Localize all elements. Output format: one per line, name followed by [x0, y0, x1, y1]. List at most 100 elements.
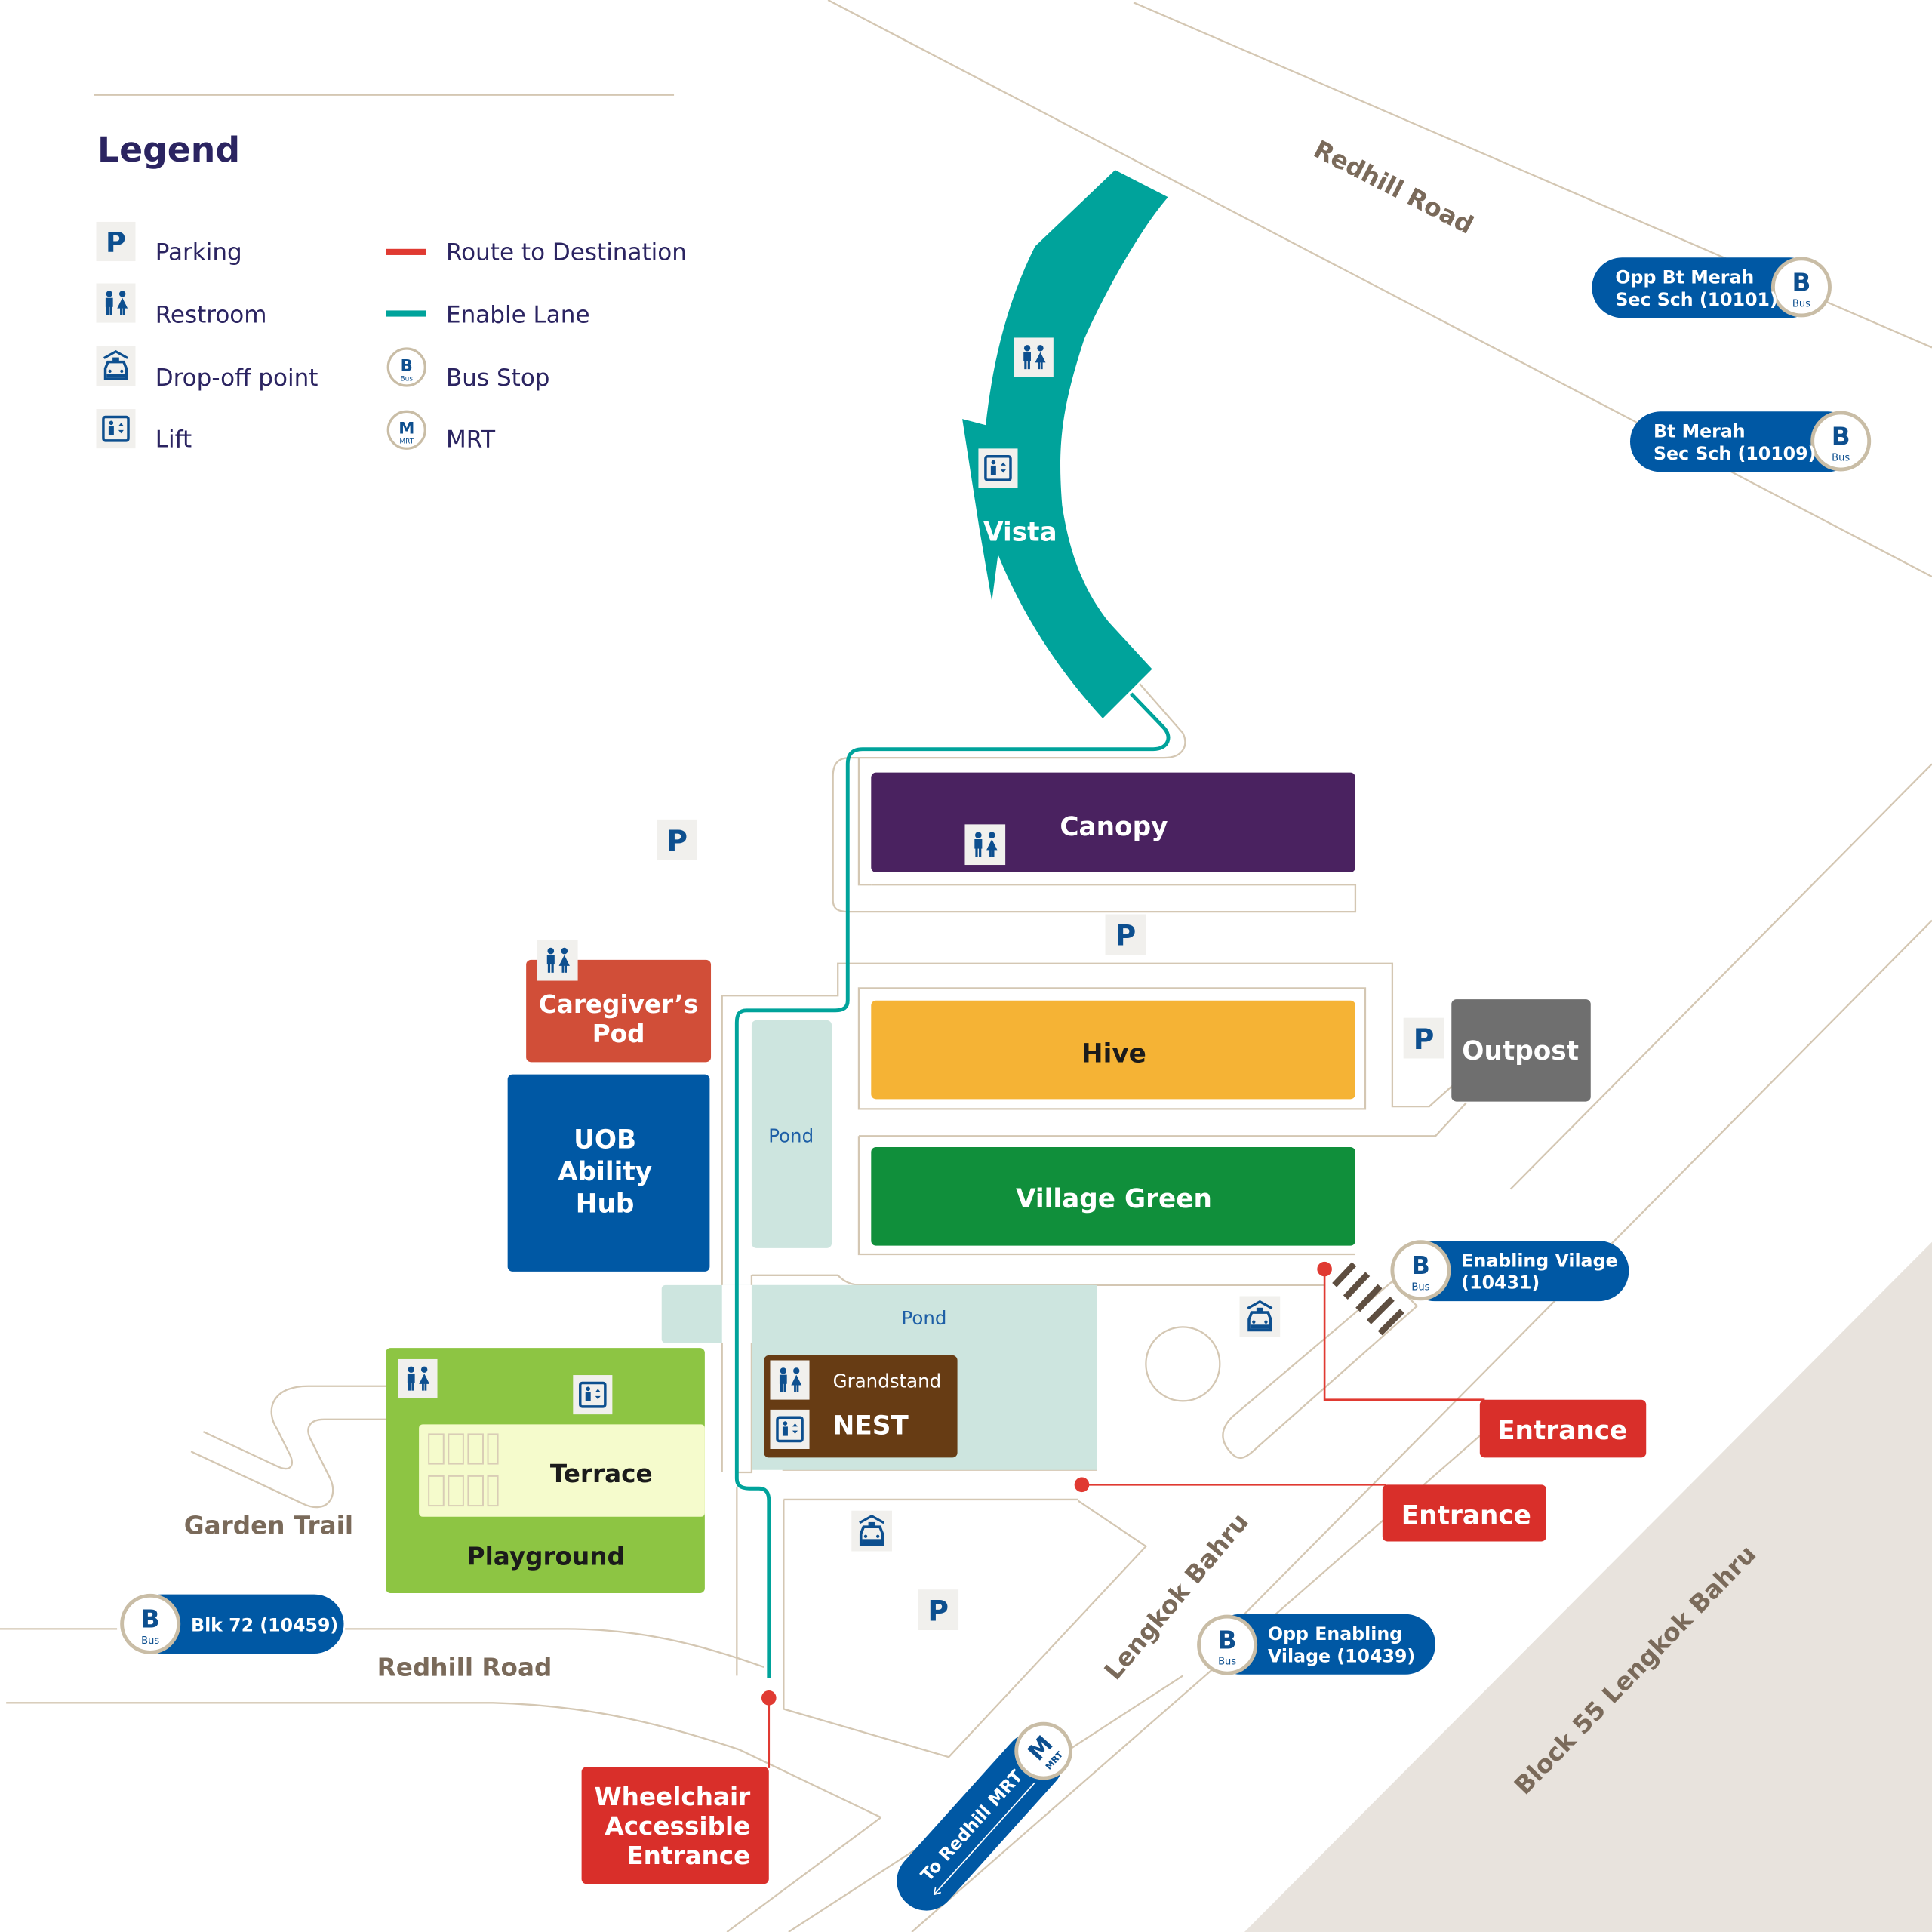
hive-block [871, 1000, 1355, 1100]
village-green-label: Village Green [1016, 1184, 1212, 1214]
drop-off-icon [851, 1510, 893, 1552]
mrt-glyph: M [398, 420, 414, 438]
bus-stop-enabling-village[interactable]: B Bus Enabling Vilage (10431) [1390, 1240, 1629, 1302]
restroom-icon [770, 1360, 810, 1400]
wheelchair-label-3: Entrance [626, 1841, 750, 1870]
mrt-direction[interactable]: To Redhill MRT M MRT [878, 1697, 1098, 1928]
building-vista[interactable]: Vista [962, 170, 1168, 718]
building-playground[interactable]: Terrace Playground [386, 1348, 705, 1594]
legend-item-lift: Lift [96, 409, 192, 454]
bus-stop-pill [131, 1594, 344, 1654]
entrance-east-label: Entrance [1497, 1416, 1627, 1446]
bus-sub: Bus [401, 375, 414, 383]
bus-sub: Bus [1832, 453, 1850, 464]
entrance-east[interactable]: Entrance [1479, 1399, 1647, 1458]
wheelchair-accessible-entrance[interactable]: Wheelchair Accessible Entrance [581, 1767, 769, 1884]
entrance-south[interactable]: Entrance [1382, 1484, 1546, 1542]
route-east [1317, 1261, 1485, 1401]
arrow-left-icon [933, 1782, 1035, 1896]
bus-stop-name-2: (10431) [1461, 1272, 1540, 1294]
bus-stop-icon [1810, 411, 1872, 472]
carpark-edge [783, 1500, 1148, 1758]
bus-stop-pill [1630, 411, 1859, 472]
nest-label: NEST [833, 1411, 909, 1441]
terrace-seating [428, 1433, 499, 1507]
legend-title: Legend [97, 130, 240, 170]
bus-stop-blk72[interactable]: B Bus Blk 72 (10459) [120, 1593, 344, 1654]
bus-stop-name-2: Sec Sch (10109) [1654, 443, 1816, 464]
lengkok-edge1 [1509, 763, 1932, 1190]
legend-item-parking: Parking [96, 221, 242, 266]
bus-glyph: B [1792, 268, 1810, 297]
wheelchair-label-1: Wheelchair [595, 1783, 751, 1811]
village-path-top [858, 1102, 1467, 1137]
pond-2-label: Pond [902, 1307, 947, 1329]
bus-stop-bt-merah[interactable]: B Bus Bt Merah Sec Sch (10109) [1630, 411, 1872, 472]
building-caregivers-pod[interactable]: Caregiver’s Pod [526, 940, 712, 1063]
drop-off-icon [96, 346, 136, 386]
building-canopy[interactable]: Canopy [871, 772, 1355, 872]
bus-stop-opp-bt-merah[interactable]: B Bus Opp Bt Merah Sec Sch (10101) [1592, 257, 1832, 318]
legend-item-drop-off: Drop-off point [96, 346, 318, 392]
entrance-south-box [1382, 1484, 1546, 1542]
drop-off-icon [1239, 1296, 1281, 1337]
lift-icon [978, 448, 1018, 488]
legend-label: Enable Lane [446, 302, 590, 329]
bus-stop-pill [1404, 1241, 1629, 1302]
legend-item-bus-stop: B Bus Bus Stop [386, 347, 549, 392]
parking-icon [1105, 914, 1146, 955]
village-path-inner [857, 1136, 1355, 1256]
caregivers-pod-label-1: Caregiver’s [539, 990, 698, 1019]
terrace-label: Terrace [550, 1460, 653, 1488]
caregivers-pod-label-2: Pod [592, 1020, 645, 1048]
bus-sub: Bus [1411, 1281, 1429, 1293]
bus-glyph: B [1832, 422, 1850, 451]
legend-item-enable-lane: Enable Lane [386, 302, 590, 329]
restroom-icon [398, 1358, 438, 1399]
legend-label: Restroom [155, 302, 267, 329]
bus-sub: Bus [1792, 299, 1810, 310]
bus-sub: Bus [141, 1635, 159, 1647]
bus-stop-icon [386, 347, 426, 387]
block55-area [1244, 1241, 1932, 1932]
nest-block [764, 1355, 958, 1458]
uob-hub-label-3: Hub [576, 1189, 635, 1220]
building-outpost[interactable]: Outpost [1451, 999, 1591, 1102]
legend-label: MRT [446, 426, 496, 454]
village-green-block [871, 1147, 1355, 1246]
bus-sub: Bus [1218, 1657, 1236, 1668]
garden-trail-edge2 [190, 1418, 386, 1509]
bus-stop-icon [1390, 1240, 1451, 1301]
redhill-road-north-label: Redhill Road [1309, 135, 1478, 240]
lift-icon [770, 1409, 810, 1449]
roundabout [1145, 1326, 1221, 1402]
bus-stop-name-1: Opp Bt Merah [1615, 267, 1754, 288]
enable-lane-line-icon [386, 310, 426, 317]
uob-hub-label-2: Ability [558, 1157, 652, 1187]
building-hive[interactable]: Hive [871, 1000, 1355, 1100]
redhill-south-edge2 [6, 1702, 881, 1819]
pond-1-label: Pond [768, 1124, 814, 1146]
legend-label: Bus Stop [446, 365, 549, 392]
playground-label: Playground [467, 1542, 625, 1571]
pond-path-top [751, 1274, 1325, 1286]
legend: Legend Parking Restroom Drop-off point L… [96, 130, 687, 454]
road-south-edge [726, 1817, 882, 1932]
entrance-east-box [1479, 1399, 1647, 1458]
bus-stop-opp-enabling-village[interactable]: B Bus Opp Enabling Vilage (10439) [1197, 1614, 1436, 1675]
building-village-green[interactable]: Village Green [871, 1147, 1355, 1246]
route-line-icon [386, 248, 426, 255]
mrt-pill [897, 1732, 1063, 1911]
route-wheelchair [761, 1690, 777, 1768]
legend-item-restroom: Restroom [96, 283, 267, 329]
legend-label: Drop-off point [155, 365, 318, 392]
redhill-road-north-edge1 [827, 0, 1932, 578]
wheelchair-entrance-box [581, 1767, 769, 1884]
bus-stop-pill [1210, 1614, 1436, 1675]
uob-hub-block [507, 1074, 710, 1272]
pond-1 [751, 1020, 832, 1248]
building-uob-ability-hub[interactable]: UOB Ability Hub [507, 1074, 710, 1272]
wheelchair-label-2: Accessible [605, 1812, 750, 1841]
building-nest[interactable]: Grandstand NEST [764, 1355, 958, 1458]
canopy-inner-path [857, 758, 872, 886]
